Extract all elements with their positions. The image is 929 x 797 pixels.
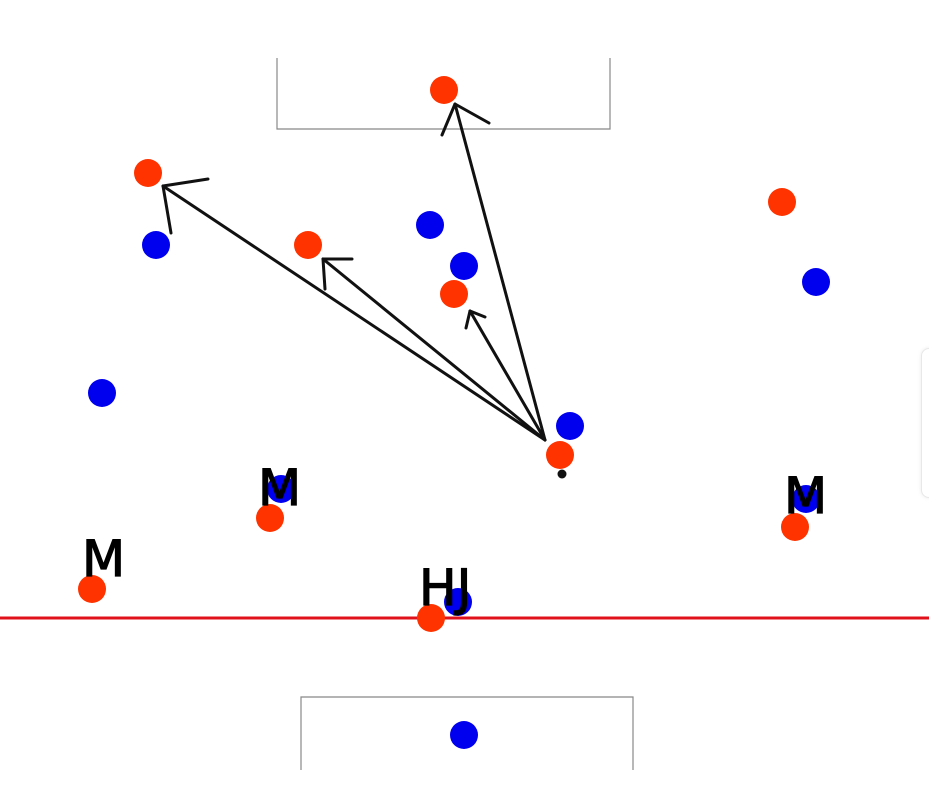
bottom-goal-box [300, 696, 634, 770]
blue-player[interactable] [444, 588, 472, 616]
pass-arrows [161, 102, 547, 442]
blue-player[interactable] [802, 268, 830, 296]
marker-center: HJ [419, 559, 471, 617]
red-player[interactable] [430, 76, 458, 104]
red-player[interactable] [768, 188, 796, 216]
red-ball-carrier[interactable] [546, 441, 574, 469]
red-player[interactable] [440, 280, 468, 308]
marker-right-mid: M [784, 467, 827, 525]
pass-arrow-to-left-wing [161, 177, 547, 442]
pass-arrow-to-center [464, 309, 547, 442]
red-player[interactable] [781, 513, 809, 541]
red-player[interactable] [134, 159, 162, 187]
marker-left-mid: M [258, 459, 301, 517]
red-player[interactable] [417, 604, 445, 632]
red-player[interactable] [256, 504, 284, 532]
pass-arrow-to-goal [440, 102, 547, 442]
blue-player[interactable] [556, 412, 584, 440]
blue-player[interactable] [792, 485, 820, 513]
pass-arrow-to-left-mid [321, 257, 547, 442]
blue-goalkeeper[interactable] [450, 721, 478, 749]
blue-player[interactable] [88, 379, 116, 407]
marker-left-wing: M [82, 530, 125, 588]
red-player[interactable] [78, 575, 106, 603]
side-panel-handle[interactable] [921, 348, 929, 498]
blue-player[interactable] [450, 252, 478, 280]
ball [557, 469, 567, 479]
blue-player[interactable] [416, 211, 444, 239]
red-team [78, 76, 809, 632]
blue-player[interactable] [267, 475, 295, 503]
blue-player[interactable] [142, 231, 170, 259]
blue-team [88, 211, 830, 749]
red-player[interactable] [294, 231, 322, 259]
